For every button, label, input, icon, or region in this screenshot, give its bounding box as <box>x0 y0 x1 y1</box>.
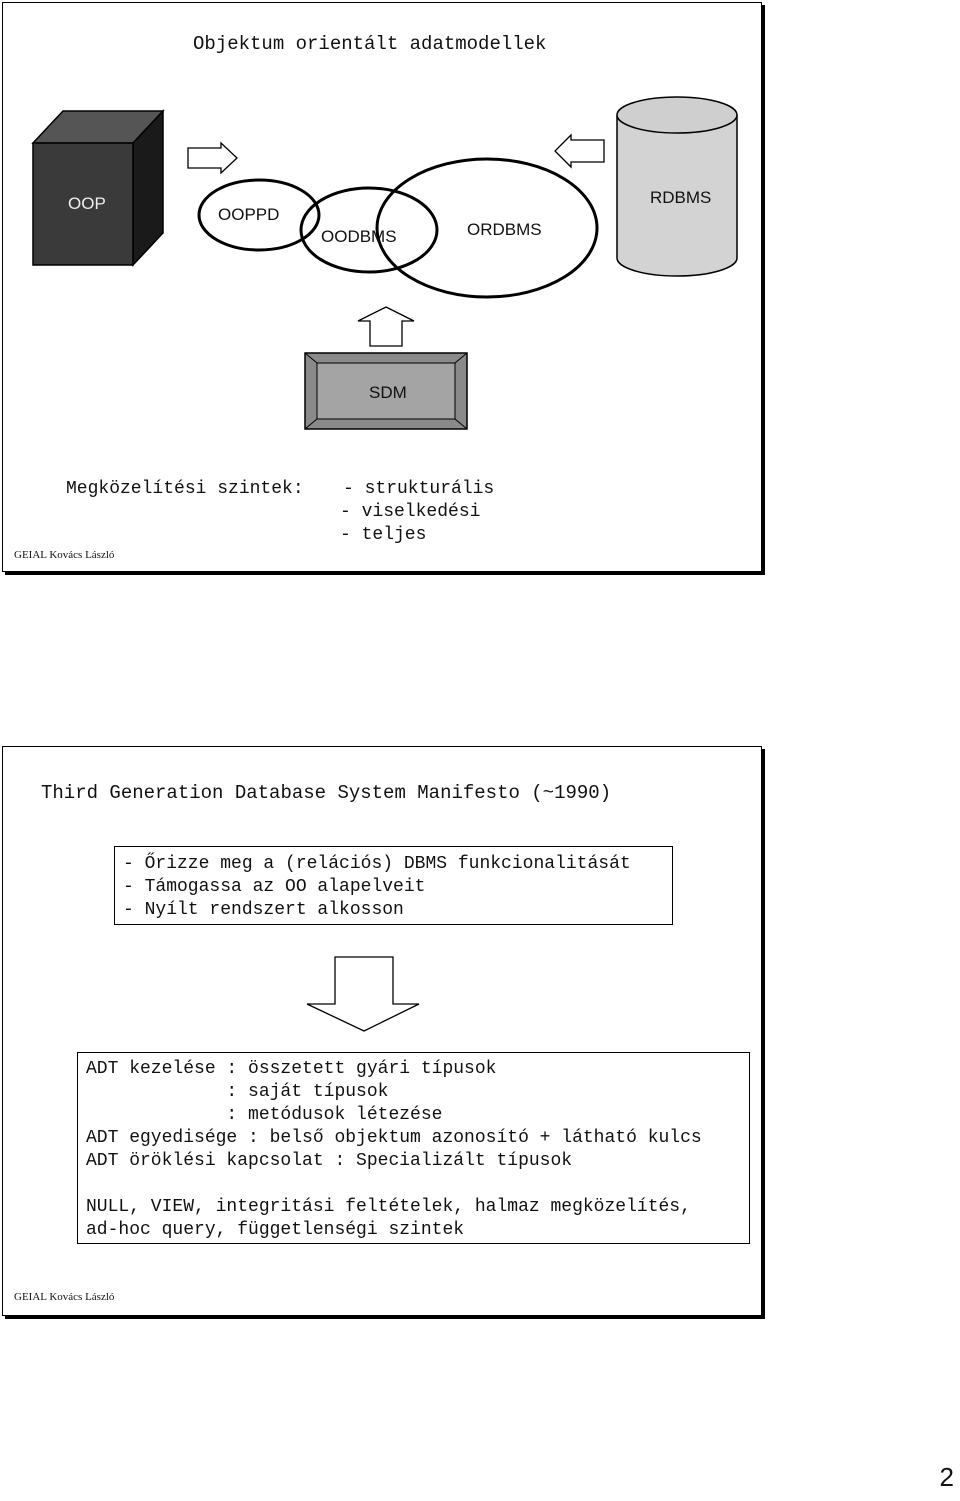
sdm-box <box>304 352 468 430</box>
detail-line: ad-hoc query, függetlenségi szintek <box>86 1220 465 1240</box>
oop-label: OOP <box>68 194 106 213</box>
principle-item: - Nyílt rendszert alkosson <box>123 900 404 920</box>
page-number: 2 <box>939 1462 954 1492</box>
principle-item: - Őrizze meg a (relációs) DBMS funkciona… <box>123 854 631 874</box>
approach-level: - viselkedési <box>340 502 481 522</box>
detail-line: : saját típusok <box>86 1082 389 1102</box>
ordbms-ellipse <box>375 157 599 299</box>
up-arrow-icon <box>357 306 415 347</box>
down-arrow-diagram <box>306 956 420 1032</box>
slide-title: Third Generation Database System Manifes… <box>41 782 612 804</box>
oop-cube <box>31 109 165 267</box>
slide-footer: GEIAL Kovács László <box>14 1291 115 1303</box>
oodbms-label: OODBMS <box>321 227 397 246</box>
details-box: ADT kezelése : összetett gyári típusok :… <box>77 1052 750 1244</box>
approach-level: - teljes <box>340 525 427 545</box>
right-arrow-icon <box>187 141 238 175</box>
data-model-diagram <box>31 96 738 430</box>
principles-box: - Őrizze meg a (relációs) DBMS funkciona… <box>114 846 673 925</box>
left-arrow-icon <box>554 133 605 169</box>
detail-line: ADT kezelése : összetett gyári típusok <box>86 1059 497 1079</box>
ooppd-ellipse <box>197 178 321 252</box>
down-arrow-icon <box>306 956 420 1032</box>
slide-object-oriented-models: Objektum orientált adatmodellek <box>2 2 762 572</box>
slide-footer: GEIAL Kovács László <box>14 549 115 561</box>
detail-line: : metódusok létezése <box>86 1105 443 1125</box>
ooppd-label: OOPPD <box>218 205 280 224</box>
rdbms-label: RDBMS <box>650 188 712 207</box>
principle-item: - Támogassa az OO alapelveit <box>123 877 426 897</box>
slide-title: Objektum orientált adatmodellek <box>193 33 547 55</box>
detail-line: ADT egyedisége : belső objektum azonosít… <box>86 1128 702 1148</box>
slide-manifesto: Third Generation Database System Manifes… <box>2 746 762 1316</box>
sdm-label: SDM <box>369 383 407 402</box>
approach-level: - strukturális <box>343 479 495 499</box>
detail-line: ADT öröklési kapcsolat : Specializált tí… <box>86 1151 573 1171</box>
ordbms-label: ORDBMS <box>467 220 542 239</box>
oodbms-ellipse <box>299 186 439 274</box>
rdbms-cylinder <box>616 96 738 277</box>
detail-line: NULL, VIEW, integritási feltételek, halm… <box>86 1197 691 1217</box>
approach-label: Megközelítési szintek: <box>66 479 304 499</box>
